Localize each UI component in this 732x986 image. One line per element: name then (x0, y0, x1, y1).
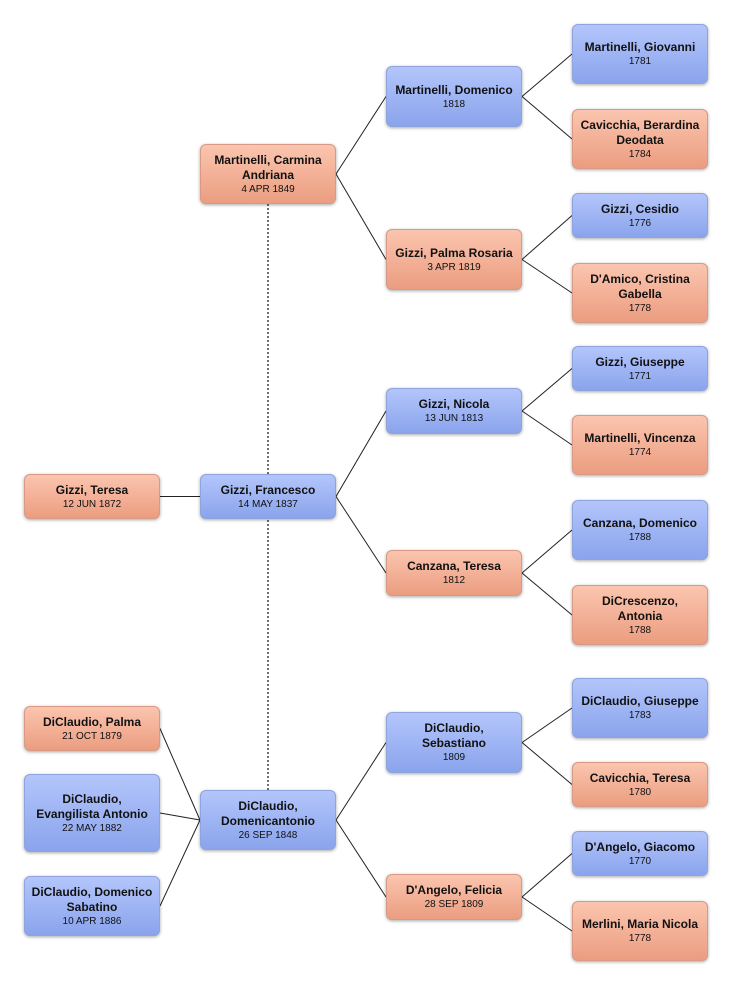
person-name: Gizzi, Francesco (220, 482, 316, 497)
person-card-cavicchia-teresa[interactable]: Cavicchia, Teresa 1780 (572, 762, 708, 807)
person-name: DiClaudio, Evangilista Antonio (36, 791, 148, 821)
person-name: Martinelli, Vincenza (584, 431, 696, 445)
relation-line (159, 812, 201, 821)
person-card-gizzi-francesco[interactable]: Gizzi, Francesco 14 MAY 1837 (200, 474, 336, 519)
relation-line (521, 529, 573, 574)
person-date: 1770 (628, 855, 652, 867)
person-date: 13 JUN 1813 (424, 413, 484, 424)
relation-line (521, 742, 573, 785)
person-card-diclaudio-evangilista[interactable]: DiClaudio, Evangilista Antonio 22 MAY 18… (24, 774, 160, 852)
person-card-martinelli-carmina[interactable]: Martinelli, Carmina Andriana 4 APR 1849 (200, 144, 336, 204)
relation-line (335, 96, 387, 175)
person-date: 1781 (628, 56, 652, 67)
person-date: 1774 (628, 447, 652, 458)
person-date: 1788 (628, 532, 652, 543)
person-name: Gizzi, Teresa (55, 482, 129, 497)
person-card-cavicchia-berardina[interactable]: Cavicchia, Berardina Deodata 1784 (572, 109, 708, 169)
person-card-martinelli-domenico[interactable]: Martinelli, Domenico 1818 (386, 66, 522, 127)
relation-line (521, 215, 573, 260)
person-name: Canzana, Domenico (582, 516, 698, 530)
person-date: 22 MAY 1882 (62, 822, 122, 834)
person-name: Martinelli, Carmina Andriana (214, 152, 322, 182)
person-date: 1809 (442, 752, 466, 763)
relation-line (335, 819, 387, 898)
person-date: 1771 (628, 370, 652, 382)
person-date: 26 SEP 1848 (238, 829, 298, 841)
person-name: D'Amico, Cristina Gabella (590, 271, 690, 301)
person-card-canzana-domenico[interactable]: Canzana, Domenico 1788 (572, 500, 708, 560)
relation-line (521, 53, 573, 97)
person-name: D'Angelo, Felicia (405, 883, 503, 897)
person-date: 21 OCT 1879 (62, 730, 122, 742)
person-date: 1783 (628, 710, 652, 721)
person-card-dangelo-felicia[interactable]: D'Angelo, Felicia 28 SEP 1809 (386, 874, 522, 920)
person-name: Gizzi, Cesidio (600, 201, 679, 216)
person-name: DiClaudio, Domenico Sabatino (31, 884, 153, 914)
relation-line (521, 572, 573, 616)
person-name: Gizzi, Palma Rosaria (395, 245, 513, 260)
person-card-martinelli-giovanni[interactable]: Martinelli, Giovanni 1781 (572, 24, 708, 84)
person-card-diclaudio-sebastiano[interactable]: DiClaudio, Sebastiano 1809 (386, 712, 522, 773)
person-date: 1818 (442, 98, 466, 110)
relation-line (521, 368, 573, 412)
person-card-gizzi-teresa-1872[interactable]: Gizzi, Teresa 12 JUN 1872 (24, 474, 160, 519)
person-date: 1812 (442, 575, 466, 586)
person-date: 12 JUN 1872 (62, 498, 122, 510)
person-card-gizzi-nicola[interactable]: Gizzi, Nicola 13 JUN 1813 (386, 388, 522, 434)
person-name: DiClaudio, Palma (42, 714, 142, 729)
relation-line (335, 742, 387, 821)
person-name: Martinelli, Giovanni (584, 40, 696, 54)
person-date: 1778 (628, 302, 652, 314)
person-date: 1776 (628, 217, 652, 229)
relation-line (521, 410, 573, 446)
relation-line (335, 410, 387, 497)
person-name: DiClaudio, Sebastiano (421, 721, 487, 750)
person-name: Gizzi, Giuseppe (595, 354, 685, 369)
person-card-damico-cristina[interactable]: D'Amico, Cristina Gabella 1778 (572, 263, 708, 323)
person-card-martinelli-vincenza[interactable]: Martinelli, Vincenza 1774 (572, 415, 708, 475)
person-card-gizzi-giuseppe[interactable]: Gizzi, Giuseppe 1771 (572, 346, 708, 391)
person-name: D'Angelo, Giacomo (584, 839, 696, 854)
person-card-dangelo-giacomo[interactable]: D'Angelo, Giacomo 1770 (572, 831, 708, 876)
person-name: Gizzi, Nicola (418, 397, 490, 411)
person-date: 1784 (628, 148, 652, 160)
person-card-diclaudio-giuseppe[interactable]: DiClaudio, Giuseppe 1783 (572, 678, 708, 738)
relation-line (159, 728, 201, 821)
relation-line (159, 819, 201, 907)
person-card-diclaudio-domenicantonio[interactable]: DiClaudio, Domenicantonio 26 SEP 1848 (200, 790, 336, 850)
person-name: Merlini, Maria Nicola (581, 917, 699, 931)
person-name: Cavicchia, Berardina Deodata (580, 117, 700, 147)
relation-line (335, 173, 387, 260)
person-date: 10 APR 1886 (62, 915, 122, 927)
person-card-gizzi-cesidio[interactable]: Gizzi, Cesidio 1776 (572, 193, 708, 238)
person-date: 3 APR 1819 (427, 261, 481, 273)
relation-line (521, 96, 573, 140)
person-card-canzana-teresa[interactable]: Canzana, Teresa 1812 (386, 550, 522, 596)
person-name: Martinelli, Domenico (395, 82, 513, 97)
person-date: 28 SEP 1809 (424, 899, 484, 910)
person-card-gizzi-palma-rosaria[interactable]: Gizzi, Palma Rosaria 3 APR 1819 (386, 229, 522, 290)
person-date: 1778 (628, 933, 652, 944)
person-name: DiClaudio, Domenicantonio (220, 798, 315, 828)
person-date: 14 MAY 1837 (238, 498, 298, 510)
person-name: Cavicchia, Teresa (589, 770, 691, 785)
person-name: Canzana, Teresa (407, 559, 501, 573)
person-date: 4 APR 1849 (241, 183, 295, 195)
person-date: 1788 (628, 624, 652, 636)
relation-line (521, 853, 573, 898)
person-card-diclaudio-palma[interactable]: DiClaudio, Palma 21 OCT 1879 (24, 706, 160, 751)
person-name: DiClaudio, Giuseppe (581, 694, 699, 708)
relation-line (521, 707, 573, 743)
person-card-merlini-maria-nicola[interactable]: Merlini, Maria Nicola 1778 (572, 901, 708, 961)
relation-line (521, 259, 573, 294)
person-name: DiCrescenzo, Antonia (601, 593, 679, 623)
relation-line (335, 496, 387, 574)
person-card-diclaudio-domenico-sabatino[interactable]: DiClaudio, Domenico Sabatino 10 APR 1886 (24, 876, 160, 936)
person-card-dicrescenzo-antonia[interactable]: DiCrescenzo, Antonia 1788 (572, 585, 708, 645)
relation-line (521, 896, 573, 932)
person-date: 1780 (628, 786, 652, 798)
